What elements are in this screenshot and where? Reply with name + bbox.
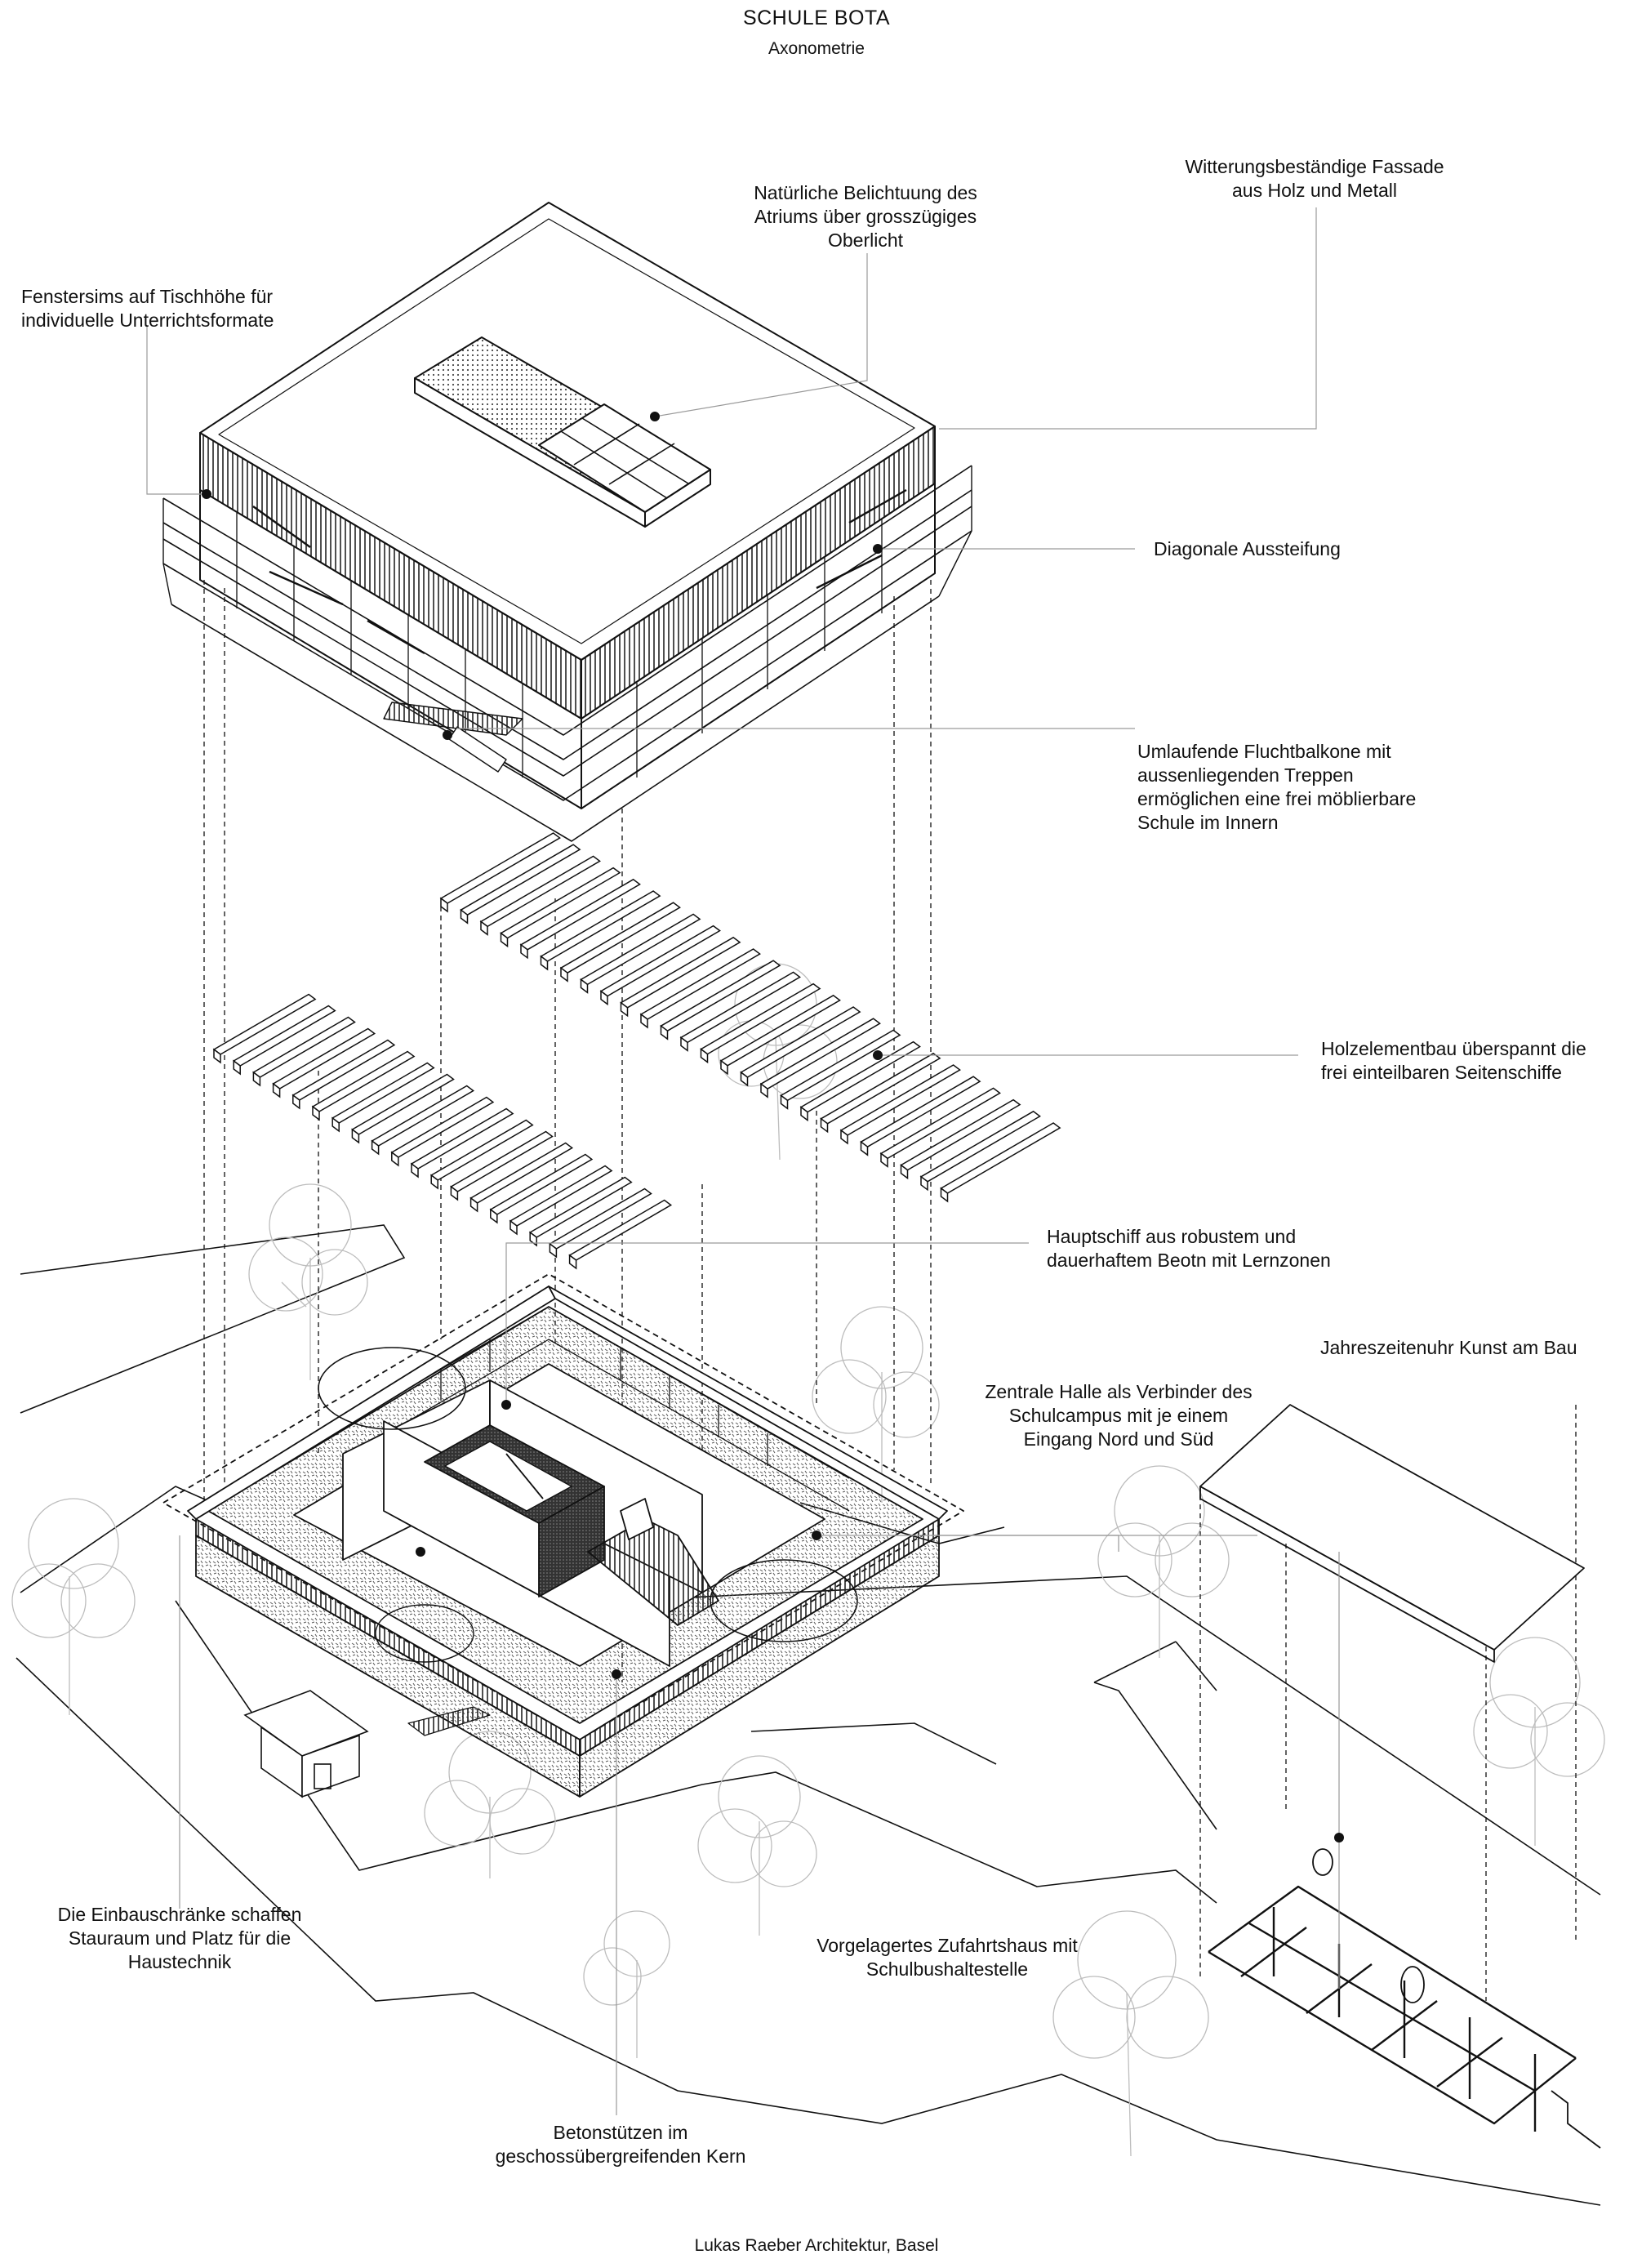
note-zufahrt: Vorgelagertes Zufahrtshaus mit Schulbush…	[816, 1935, 1078, 1980]
note-betonstuetzen: Betonstützen im geschossübergreifenden K…	[495, 2122, 746, 2167]
timber-beam-end	[520, 943, 528, 960]
timber-beam-end	[720, 1059, 728, 1076]
tree	[583, 1910, 670, 2058]
timber-beam-end	[840, 1129, 848, 1145]
timber-beam-end	[549, 1242, 558, 1259]
ground-floor	[162, 1273, 964, 1798]
annotation-dots	[202, 412, 1344, 1842]
page-title: SCHULE BOTA	[742, 7, 891, 29]
page-subtitle: Axonometrie	[768, 39, 865, 58]
tree	[697, 1755, 817, 1936]
timber-beam-end	[460, 908, 469, 925]
note-aussteifung: Diagonale Aussteifung	[1154, 538, 1341, 559]
timber-beam-end	[490, 1208, 498, 1224]
access-house	[1199, 1404, 1601, 2149]
note-holzelement: Holzelementbau überspannt die frei einte…	[1321, 1038, 1586, 1083]
timber-beam-end	[233, 1059, 241, 1076]
terrain-lines	[16, 1224, 1601, 2206]
credit-line: Lukas Raeber Architektur, Basel	[694, 2236, 939, 2255]
timber-beam-end	[560, 966, 568, 983]
timber-beam-end	[568, 1254, 577, 1270]
note-fassade: Witterungsbeständige Fassade aus Holz un…	[1185, 156, 1444, 201]
timber-beam-end	[820, 1117, 829, 1134]
timber-beam-end	[440, 897, 448, 913]
timber-beam-end	[880, 1152, 888, 1168]
shelter-hut	[243, 1690, 369, 1798]
timber-beam-end	[760, 1082, 768, 1098]
timber-beam-end	[391, 1151, 399, 1167]
timber-beam-end	[252, 1071, 261, 1087]
timber-beam-end	[213, 1048, 221, 1064]
timber-beam-end	[800, 1106, 808, 1122]
timber-beam-end	[640, 1013, 648, 1029]
tree	[1052, 1910, 1209, 2157]
note-balkone: Umlaufende Fluchtbalkone mit aussenliege…	[1137, 741, 1417, 833]
timber-beam-end	[371, 1139, 380, 1156]
tree	[812, 1306, 940, 1503]
timber-beam-end	[940, 1187, 949, 1203]
facade-right	[581, 483, 936, 809]
timber-beam-end	[660, 1024, 669, 1040]
tree	[1097, 1465, 1230, 1658]
timber-beam-end	[529, 1231, 537, 1247]
note-halle: Zentrale Halle als Verbinder des Schulca…	[985, 1381, 1253, 1450]
timber-beam-end	[580, 978, 589, 994]
timber-beam-end	[920, 1175, 928, 1192]
timber-beam-end	[700, 1048, 709, 1064]
timber-beam-end	[450, 1185, 459, 1201]
tree	[248, 1183, 368, 1380]
leader-lines	[146, 207, 1340, 2115]
timber-beam-end	[272, 1082, 281, 1098]
note-jahreszeitenuhr: Jahreszeitenuhr Kunst am Bau	[1320, 1337, 1577, 1358]
timber-beam-end	[540, 955, 549, 971]
tree	[718, 963, 838, 1161]
timber-beam-end	[860, 1140, 869, 1156]
timber-beam-end	[430, 1174, 438, 1190]
timber-elements	[212, 832, 1061, 1270]
timber-beam-end	[740, 1071, 749, 1087]
timber-beam-end	[900, 1164, 909, 1180]
timber-beam-end	[600, 990, 608, 1006]
timber-beam-end	[480, 920, 488, 936]
upper-building	[162, 202, 972, 842]
timber-beam-end	[312, 1105, 320, 1121]
tree	[11, 1498, 136, 1715]
timber-beam-end	[331, 1116, 340, 1133]
timber-beam-end	[351, 1128, 360, 1144]
timber-beam-end	[292, 1094, 300, 1110]
note-fenstersims: Fenstersims auf Tischhöhe für individuel…	[21, 286, 274, 331]
note-einbau: Die Einbauschränke schaffen Stauraum und…	[57, 1904, 302, 1972]
timber-beam-end	[780, 1094, 789, 1110]
timber-beam-end	[469, 1196, 478, 1213]
tree	[1473, 1637, 1605, 1846]
timber-beam-end	[509, 1219, 518, 1236]
timber-beam-end	[500, 932, 509, 948]
note-hauptschiff: Hauptschiff aus robustem und dauerhaftem…	[1047, 1226, 1331, 1271]
timber-beam-end	[680, 1036, 688, 1052]
note-oberlicht: Natürliche Belichtuung des Atriums über …	[754, 182, 977, 251]
timber-beam-end	[620, 1001, 629, 1018]
timber-beam-end	[411, 1162, 419, 1179]
